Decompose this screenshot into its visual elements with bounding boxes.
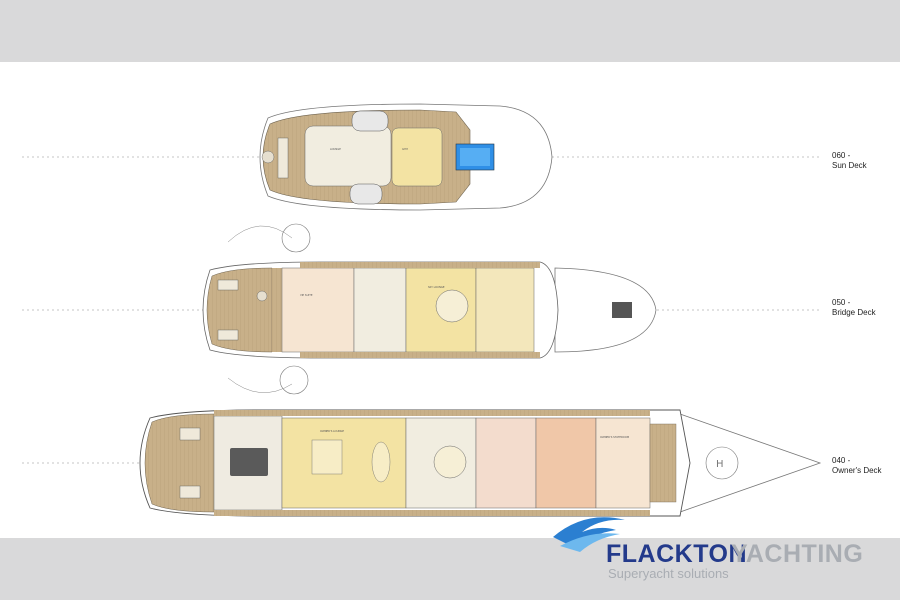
deck-name: Owner's Deck bbox=[832, 466, 882, 475]
top-grey-band bbox=[0, 0, 900, 62]
svg-text:OWNER'S LOUNGE: OWNER'S LOUNGE bbox=[320, 429, 344, 433]
deck-name: Bridge Deck bbox=[832, 308, 876, 317]
brand-name-primary: FLACKTON bbox=[606, 540, 748, 568]
brand-wave-mark bbox=[553, 517, 625, 552]
deck-label-owners: 040 - Owner's Deck bbox=[832, 456, 882, 476]
svg-text:OWNER'S STATEROOM: OWNER'S STATEROOM bbox=[600, 435, 629, 439]
brand-tagline: Superyacht solutions bbox=[608, 566, 729, 581]
sun-deck-plan: LOUNGE GYM bbox=[259, 103, 553, 211]
deck-label-sun: 060 - Sun Deck bbox=[832, 151, 867, 171]
bridge-deck-plan: VIP SUITE SKY LOUNGE bbox=[202, 223, 657, 395]
bottom-grey-band bbox=[0, 538, 900, 600]
deck-label-bridge: 050 - Bridge Deck bbox=[832, 298, 876, 318]
deck-name: Sun Deck bbox=[832, 161, 867, 170]
owners-deck-plan: H OWNER'S LOUNGE OWNER'S STATEROOM bbox=[139, 409, 822, 517]
svg-text:LOUNGE: LOUNGE bbox=[330, 147, 341, 151]
brand-name-secondary: YACHTING bbox=[731, 540, 864, 568]
deck-number: 050 - bbox=[832, 298, 851, 307]
svg-text:GYM: GYM bbox=[402, 147, 408, 151]
deck-number: 040 - bbox=[832, 456, 851, 465]
deck-number: 060 - bbox=[832, 151, 851, 160]
svg-text:H: H bbox=[716, 459, 724, 470]
svg-text:SKY LOUNGE: SKY LOUNGE bbox=[428, 285, 445, 289]
svg-text:VIP SUITE: VIP SUITE bbox=[300, 293, 313, 297]
